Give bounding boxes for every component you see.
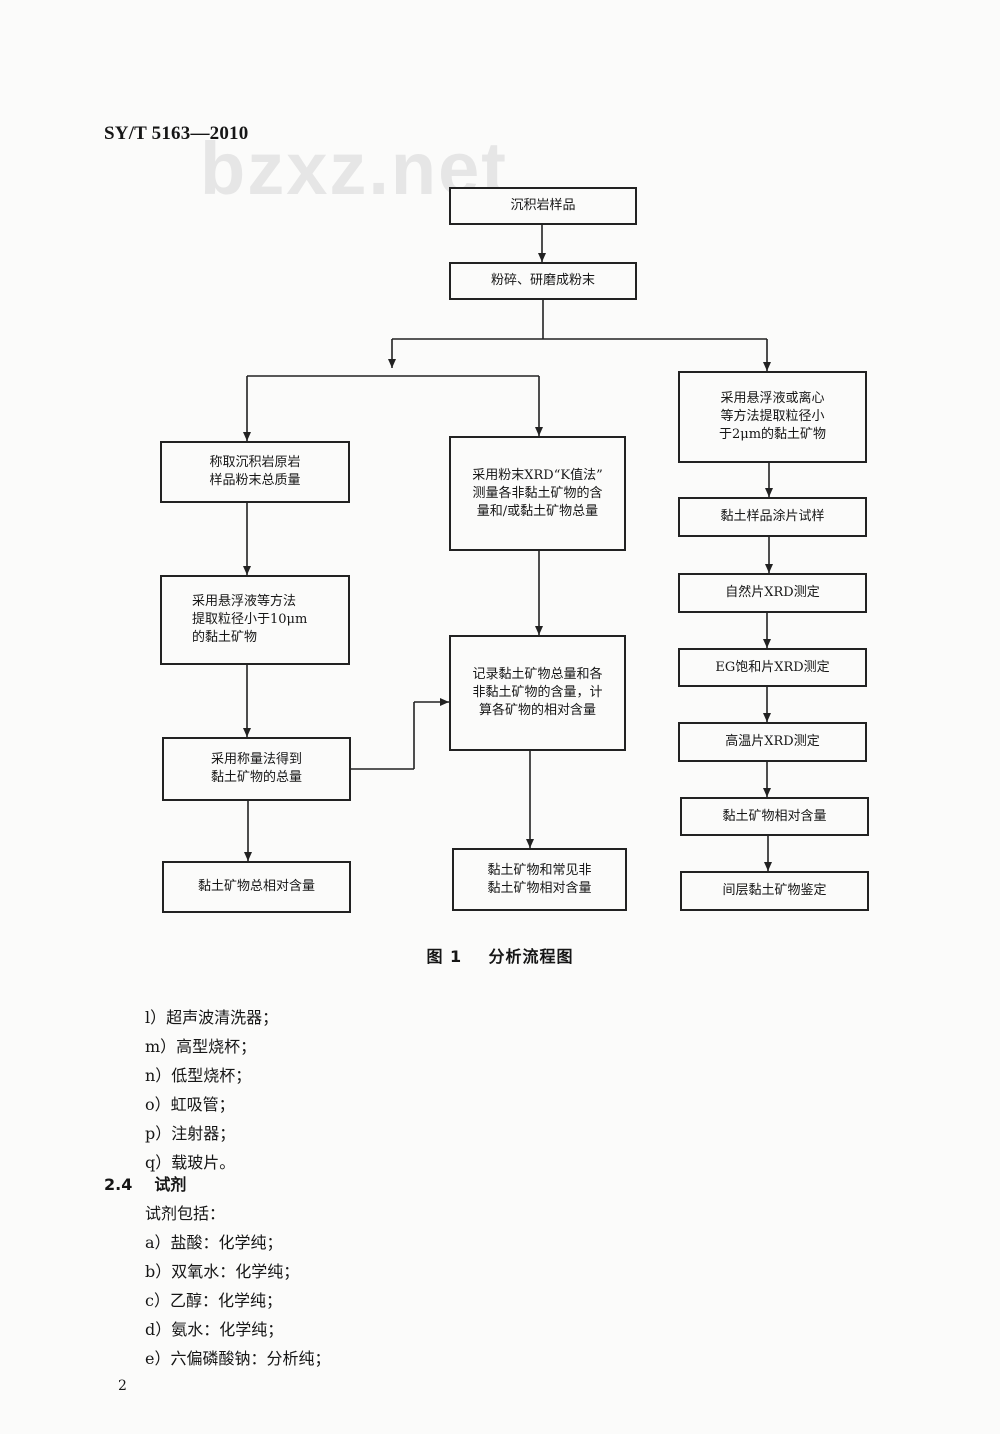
section-title: 试剂	[154, 1175, 187, 1194]
node-extract-10um: 采用悬浮液等方法 提取粒径小于10μm 的黏土矿物	[160, 575, 350, 665]
list-item: n）低型烧杯；	[145, 1066, 252, 1085]
node-clay-total-relative: 黏土矿物总相对含量	[162, 861, 351, 913]
node-clay-total-weighing: 采用称量法得到 黏土矿物的总量	[162, 737, 351, 801]
list-item: a）盐酸：化学纯；	[145, 1233, 283, 1252]
list-item: l）超声波清洗器；	[145, 1008, 279, 1027]
node-powder-xrd-k-value: 采用粉末XRD“K值法” 测量各非黏土矿物的含 量和/或黏土矿物总量	[449, 436, 626, 551]
list-item: q）载玻片。	[145, 1153, 236, 1172]
node-clay-relative: 黏土矿物相对含量	[680, 797, 869, 836]
figure-caption: 图 1 分析流程图	[0, 943, 1000, 967]
list-item: m）高型烧杯；	[145, 1037, 257, 1056]
page-number: 2	[118, 1378, 127, 1394]
flowchart-connectors	[243, 224, 773, 871]
figure-title: 分析流程图	[488, 947, 574, 966]
reagent-intro: 试剂包括：	[145, 1204, 226, 1223]
section-number: 2.4	[104, 1175, 133, 1194]
node-natural-xrd: 自然片XRD测定	[678, 573, 867, 613]
reagent-list: 试剂包括： a）盐酸：化学纯； b）双氧水：化学纯； c）乙醇：化学纯； d）氨…	[145, 1199, 330, 1373]
node-sediment-sample: 沉积岩样品	[449, 187, 637, 225]
node-mixed-layer-id: 间层黏土矿物鉴定	[680, 871, 869, 911]
node-clay-nonclay-relative: 黏土矿物和常见非 黏土矿物相对含量	[452, 848, 627, 911]
list-item: c）乙醇：化学纯；	[145, 1291, 282, 1310]
node-heated-xrd: 高温片XRD测定	[678, 722, 867, 762]
standard-code: SY/T 5163—2010	[104, 123, 249, 144]
list-item: e）六偏磷酸钠：分析纯；	[145, 1349, 331, 1368]
node-grind-powder: 粉碎、研磨成粉末	[449, 262, 637, 300]
figure-number: 图 1	[426, 947, 463, 966]
equipment-list: l）超声波清洗器； m）高型烧杯； n）低型烧杯； o）虹吸管； p）注射器； …	[145, 1003, 278, 1177]
node-weigh-total-mass: 称取沉积岩原岩 样品粉末总质量	[160, 441, 350, 503]
node-eg-xrd: EG饱和片XRD测定	[678, 648, 867, 687]
list-item: p）注射器；	[145, 1124, 236, 1143]
node-smear-slide: 黏土样品涂片试样	[678, 497, 867, 537]
list-item: b）双氧水：化学纯；	[145, 1262, 300, 1281]
node-extract-2um: 采用悬浮液或离心 等方法提取粒径小 于2μm的黏土矿物	[678, 371, 867, 463]
list-item: o）虹吸管；	[145, 1095, 235, 1114]
node-record-calculate: 记录黏土矿物总量和各 非黏土矿物的含量，计 算各矿物的相对含量	[449, 635, 626, 751]
list-item: d）氨水：化学纯；	[145, 1320, 284, 1339]
section-heading: 2.4 试剂	[104, 1170, 208, 1199]
